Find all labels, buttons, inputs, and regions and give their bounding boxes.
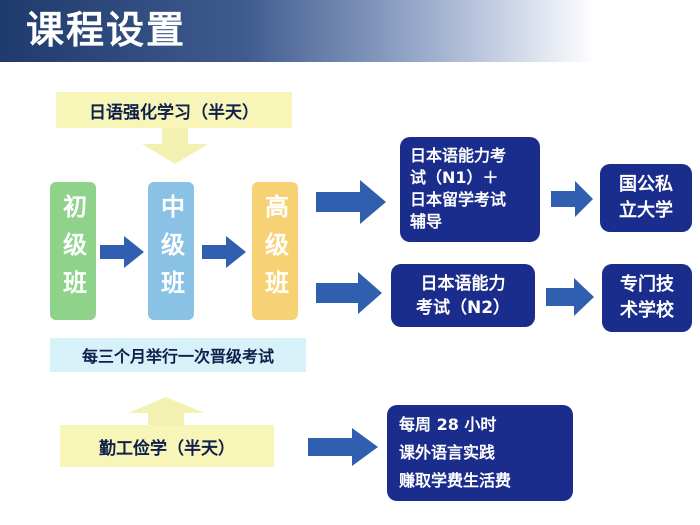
benefit-text-line: 课外语言实践 <box>399 443 496 462</box>
arrow-right-icon <box>316 272 382 314</box>
n2-exam-box: 日本语能力 考试（N2） <box>391 264 535 327</box>
arrow-right-icon <box>308 428 378 466</box>
vocational-text-line: 术学校 <box>620 300 674 321</box>
level-box-advanced: 高级班 <box>252 182 298 320</box>
down-arrow-icon <box>142 128 208 164</box>
n1-text-line: 辅导 <box>410 212 443 231</box>
work-study-benefits-box: 每周 28 小时 课外语言实践 赚取学费生活费 <box>387 405 573 501</box>
arrow-right-icon <box>551 181 593 217</box>
vocational-text-line: 专门技 <box>620 274 674 295</box>
arrow-right-icon <box>546 278 594 316</box>
n2-text-line: 考试（N2） <box>415 297 511 318</box>
work-study-label: 勤工俭学（半天） <box>60 425 274 467</box>
university-box: 国公私 立大学 <box>600 164 692 232</box>
header-bar <box>0 0 700 62</box>
n1-text-line: 日本留学考试 <box>410 190 507 209</box>
arrow-right-icon <box>100 236 144 268</box>
n1-text-line: 试（N1）＋ <box>410 168 499 187</box>
up-arrow-icon <box>128 397 204 425</box>
promotion-exam-label: 每三个月举行一次晋级考试 <box>50 338 306 372</box>
benefit-text-line: 赚取学费生活费 <box>399 471 512 490</box>
level-box-intermediate: 中级班 <box>148 182 194 320</box>
page-title: 课程设置 <box>26 8 187 52</box>
university-text-line: 国公私 <box>619 174 673 195</box>
arrow-right-icon <box>202 236 246 268</box>
intensive-study-label: 日语强化学习（半天） <box>56 92 292 128</box>
n1-exam-box: 日本语能力考 试（N1）＋ 日本留学考试 辅导 <box>400 137 540 242</box>
level-box-beginner: 初级班 <box>50 182 96 320</box>
n2-text-line: 日本语能力 <box>420 273 506 294</box>
arrow-right-icon <box>316 180 386 224</box>
n1-text-line: 日本语能力考 <box>410 146 507 165</box>
benefit-text-line: 每周 28 小时 <box>399 415 497 434</box>
university-text-line: 立大学 <box>619 200 673 221</box>
vocational-school-box: 专门技 术学校 <box>602 264 692 332</box>
